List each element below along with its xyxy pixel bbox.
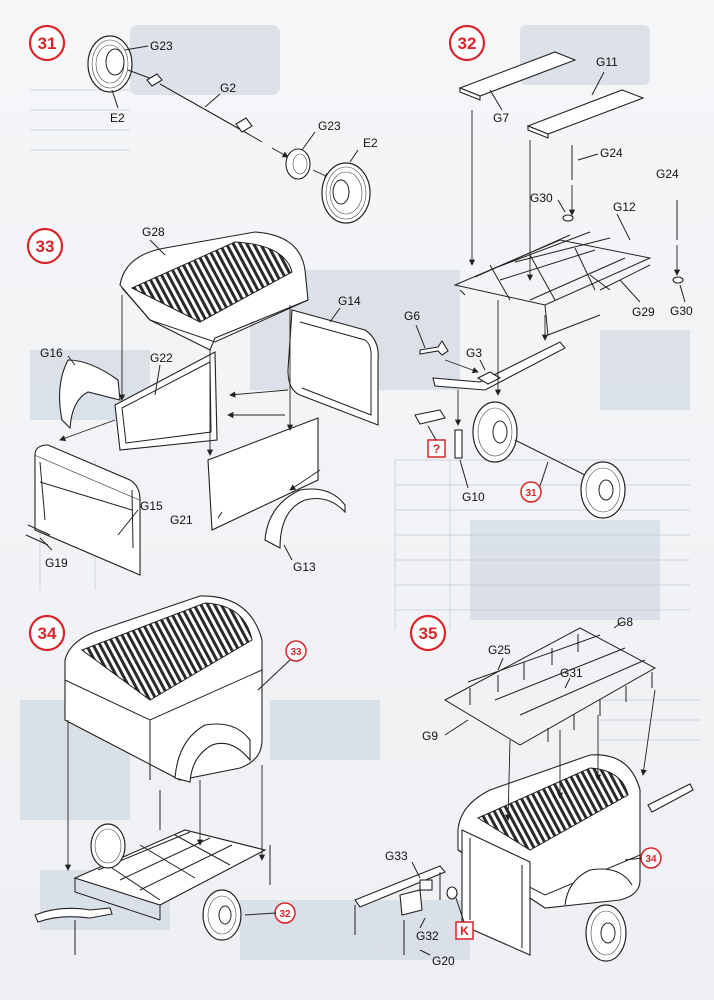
label-g2: G2 (220, 81, 236, 95)
step-34: 34 33 32 (28, 595, 307, 955)
label-g22: G22 (150, 351, 173, 365)
step-35: 35 (354, 614, 694, 968)
label-g3: G3 (466, 346, 482, 360)
step-32: 32 (404, 24, 693, 519)
label-g30-right: G30 (670, 304, 693, 318)
wheel-left (87, 35, 133, 93)
roof-rack (443, 627, 657, 746)
step-32-number: 32 (458, 34, 477, 53)
label-e2-left: E2 (110, 111, 125, 125)
label-g29: G29 (632, 305, 655, 319)
ref-step-32: 32 (279, 909, 291, 920)
fender-g13 (264, 488, 346, 549)
step-33-badge (26, 227, 64, 265)
label-g28: G28 (142, 225, 165, 239)
step-35-number: 35 (419, 624, 438, 643)
step-31-number: 31 (38, 34, 57, 53)
label-g25: G25 (488, 643, 511, 657)
step-31: 31 G23 E2 (28, 24, 378, 224)
label-g20: G20 (432, 954, 455, 968)
step-35-badge (409, 614, 447, 652)
label-g12: G12 (613, 200, 636, 214)
plank-g7 (458, 51, 577, 97)
step-34-number: 34 (38, 624, 57, 643)
step-35-box-text: K (460, 924, 469, 938)
label-g23-top: G23 (150, 39, 173, 53)
label-g8: G8 (617, 615, 633, 629)
axle (127, 69, 263, 143)
step-33: 33 G28 G14 (25, 225, 379, 576)
label-g23-right: G23 (318, 119, 341, 133)
trailer-body-final (354, 754, 694, 962)
step-32-box-text: ? (433, 442, 440, 456)
ref-step-31: 31 (525, 488, 537, 499)
side-g21 (207, 417, 319, 531)
label-g24-right: G24 (656, 167, 679, 181)
step-33-number: 33 (36, 237, 55, 256)
plank-g11 (526, 89, 645, 135)
front-g15 (34, 444, 141, 501)
label-g6: G6 (404, 309, 420, 323)
step-35-box-label (455, 921, 474, 940)
label-g11: G11 (596, 55, 618, 69)
wheel-right (271, 147, 371, 224)
step-34-badge (28, 614, 66, 652)
label-g16: G16 (40, 346, 63, 360)
ref-step-34: 34 (645, 854, 657, 865)
ref-step-31-badge (520, 481, 542, 503)
label-g10: G10 (462, 490, 485, 504)
label-g24-left: G24 (600, 146, 623, 160)
ref-step-33: 33 (290, 647, 302, 658)
drawbar-g3 (432, 341, 566, 391)
trailer-frame (453, 231, 652, 336)
label-g14: G14 (338, 294, 361, 308)
fender-g16 (59, 359, 121, 430)
label-g9: G9 (422, 729, 438, 743)
label-g19: G19 (45, 556, 68, 570)
label-g21: G21 (170, 513, 193, 527)
trailer-body-assembled (64, 595, 263, 783)
label-g15: G15 (140, 499, 163, 513)
label-g13: G13 (293, 560, 316, 574)
label-e2-right: E2 (363, 136, 378, 150)
label-g31: G31 (560, 666, 583, 680)
panel-g22 (114, 351, 218, 451)
label-g32: G32 (416, 929, 439, 943)
step-32-badge (448, 24, 486, 62)
label-g30-left: G30 (530, 191, 553, 205)
roof-g28 (119, 231, 309, 351)
trailer-chassis (34, 790, 271, 955)
step-32-box-label (427, 439, 446, 458)
ref-step-33-badge (285, 640, 307, 662)
label-g33: G33 (385, 849, 408, 863)
label-g7: G7 (493, 111, 509, 125)
step-31-badge (28, 24, 66, 62)
panel-g14 (287, 309, 379, 426)
